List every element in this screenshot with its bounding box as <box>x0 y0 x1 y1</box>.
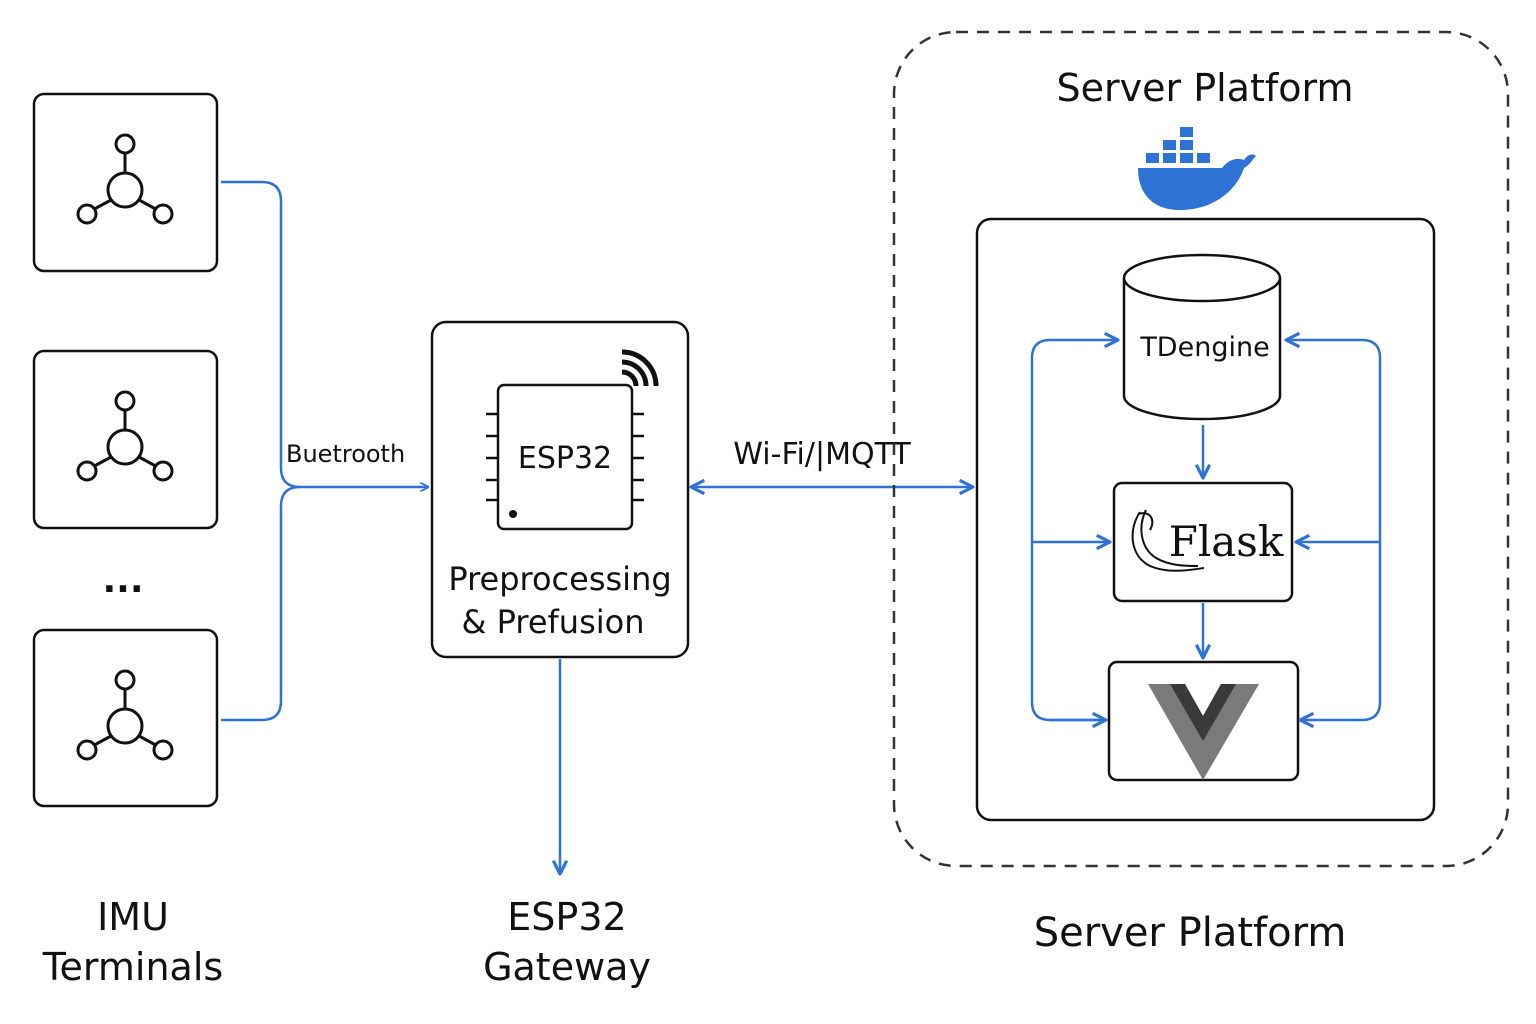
server-title: Server Platform <box>1057 66 1354 110</box>
imu-terminal <box>32 92 219 273</box>
gateway-box: ESP32 Preprocessing & Prefusion <box>430 320 690 659</box>
imu-sensor-icon <box>76 390 174 482</box>
tdengine-label: TDengine <box>1139 332 1269 363</box>
gateway-caption-line2: Gateway <box>483 945 651 989</box>
imu-terminal <box>32 628 219 808</box>
gateway-caption-line1: ESP32 <box>507 895 626 939</box>
flask-label: Flask <box>1169 517 1284 566</box>
server-data-flow <box>1030 340 1382 720</box>
imu-caption-line1: IMU <box>97 895 169 939</box>
tdengine-database: TDengine <box>1122 253 1282 421</box>
flask-box: Flask <box>1112 481 1294 603</box>
vue-logo-icon <box>1148 684 1259 780</box>
wifi-signal-icon <box>621 349 659 387</box>
imu-terminal <box>32 349 219 530</box>
server-platform-boundary <box>892 30 1510 868</box>
vue-box <box>1107 660 1300 782</box>
gateway-desc-line2: & Prefusion <box>462 603 645 641</box>
imu-sensor-icon <box>76 133 174 225</box>
flask-horn-icon <box>1131 509 1205 572</box>
wifi-mqtt-label: Wi-Fi/|MQTT <box>733 437 911 472</box>
esp32-chip: ESP32 <box>486 383 644 531</box>
esp32-chip-label: ESP32 <box>518 441 612 476</box>
gateway-desc-line1: Preprocessing <box>448 560 671 598</box>
imu-ellipsis: ... <box>102 560 143 601</box>
docker-whale-icon <box>1138 127 1256 210</box>
imu-caption-line2: Terminals <box>42 945 223 989</box>
bluetooth-link <box>221 180 428 722</box>
server-caption: Server Platform <box>1034 910 1347 956</box>
bluetooth-label: Buetrooth <box>286 440 405 468</box>
imu-sensor-icon <box>76 669 174 761</box>
